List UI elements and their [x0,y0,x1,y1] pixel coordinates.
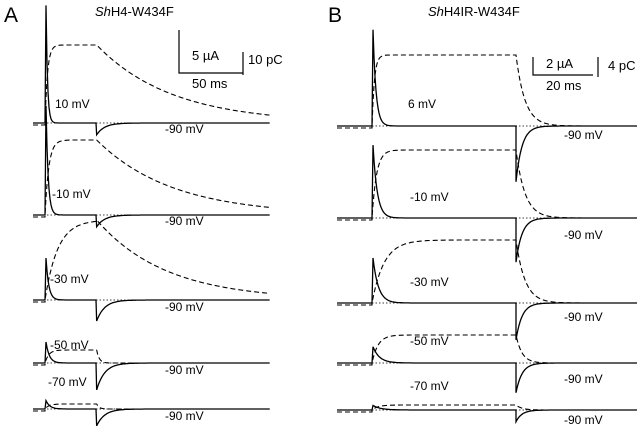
charge-trace [33,349,270,366]
scale-charge: 10 pC [248,52,283,67]
charge-trace [337,54,637,129]
voltage-label: 10 mV [55,97,90,111]
charge-trace [33,403,270,412]
scale-current: 2 µA [546,56,573,71]
panel-a-label: A [4,4,18,27]
panel-b-scale-bar: 2 µA 20 ms 4 pC [532,56,635,93]
voltage-label: -50 mV [50,338,89,352]
holding-voltage-label: -90 mV [564,128,603,142]
voltage-label: -70 mV [48,375,87,389]
holding-voltage-label: -90 mV [165,300,204,314]
voltage-label: -10 mV [52,187,91,201]
current-trace [33,398,270,427]
holding-voltage-label: -90 mV [165,122,204,136]
holding-voltage-label: -90 mV [564,310,603,324]
charge-trace [337,404,637,413]
charge-trace [33,219,270,303]
current-trace [33,5,270,137]
current-trace [337,29,637,182]
charge-trace [33,44,270,126]
scale-charge: 4 pC [608,58,635,73]
voltage-label: -70 mV [410,379,449,393]
holding-voltage-label: -90 mV [165,409,204,423]
scale-current: 5 µA [192,48,219,63]
current-trace [33,257,270,322]
charge-trace [337,239,637,306]
current-trace [33,105,270,229]
voltage-label: -50 mV [410,334,449,348]
voltage-label: -30 mV [50,272,89,286]
holding-voltage-label: -90 mV [564,413,603,427]
holding-voltage-label: -90 mV [564,228,603,242]
voltage-label: -30 mV [410,275,449,289]
charge-trace [337,334,637,366]
voltage-label: 6 mV [408,97,436,111]
current-trace [337,145,637,263]
charge-trace [33,139,270,218]
scale-time: 50 ms [192,76,228,91]
scale-time: 20 ms [546,78,582,93]
panel-a-title: ShH4-W434F [95,4,174,19]
holding-voltage-label: -90 mV [564,372,603,386]
holding-voltage-label: -90 mV [165,214,204,228]
holding-voltage-label: -90 mV [165,363,204,377]
panel-a-scale-bar: 5 µA 50 ms 10 pC [178,30,283,91]
voltage-label: -10 mV [410,190,449,204]
panel-b-label: B [328,4,342,27]
panel-b-title: ShH4IR-W434F [428,4,520,19]
current-trace [337,257,637,341]
